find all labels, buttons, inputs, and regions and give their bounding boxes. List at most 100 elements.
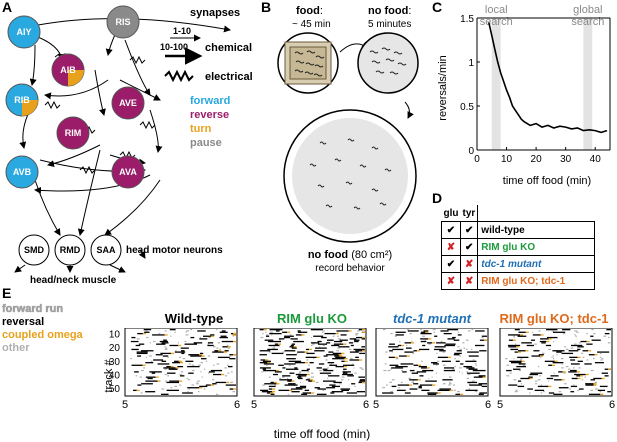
event-reversal: [338, 346, 350, 348]
event-other: [187, 391, 189, 393]
event-other: [382, 387, 386, 389]
event-reversal: [274, 371, 282, 373]
event-omega: [178, 360, 182, 362]
event-other: [565, 365, 569, 368]
event-other: [467, 373, 471, 376]
event-reversal: [215, 381, 227, 384]
event-reversal: [323, 355, 328, 357]
event-reversal: [268, 385, 276, 388]
event-omega: [142, 364, 146, 366]
event-reversal: [556, 351, 562, 353]
x-tick-label: 30: [560, 154, 572, 165]
event-reversal: [340, 388, 351, 390]
event-other: [340, 379, 344, 381]
event-omega: [170, 352, 174, 355]
event-other: [311, 372, 314, 374]
event-reversal: [326, 342, 331, 344]
event-omega: [449, 389, 453, 392]
event-other: [174, 385, 178, 387]
event-other: [436, 364, 438, 366]
event-omega: [270, 392, 274, 394]
event-reversal: [530, 372, 543, 374]
event-reversal: [275, 330, 280, 332]
event-other: [150, 360, 153, 362]
event-reversal: [304, 389, 310, 392]
event-reversal: [314, 350, 325, 352]
event-other: [431, 376, 433, 378]
event-omega: [512, 339, 516, 341]
event-reversal: [391, 367, 404, 369]
event-reversal: [528, 376, 533, 378]
event-other: [433, 331, 435, 333]
event-other: [178, 356, 181, 358]
event-reversal: [290, 338, 298, 340]
event-reversal: [306, 352, 315, 355]
event-reversal: [305, 356, 317, 359]
event-other: [167, 375, 170, 377]
event-reversal: [222, 346, 228, 348]
event-reversal: [531, 339, 536, 341]
event-other: [432, 329, 436, 331]
event-reversal: [520, 377, 530, 380]
event-other: [308, 364, 310, 366]
event-reversal: [263, 363, 275, 365]
event-omega: [199, 387, 203, 389]
event-reversal: [199, 385, 208, 388]
event-other: [564, 383, 567, 385]
panel-letter-a: A: [2, 0, 13, 15]
event-reversal: [359, 352, 365, 355]
event-other: [322, 344, 326, 347]
event-reversal: [284, 350, 296, 352]
event-reversal: [326, 354, 339, 356]
event-reversal: [298, 375, 307, 377]
event-reversal: [558, 371, 563, 373]
event-other: [584, 376, 586, 378]
event-other: [470, 348, 473, 350]
event-other: [394, 335, 397, 337]
event-reversal: [518, 331, 526, 333]
event-reversal: [317, 340, 322, 343]
event-other: [520, 358, 523, 360]
event-omega: [291, 380, 295, 382]
event-reversal: [355, 350, 365, 352]
event-reversal: [308, 380, 312, 382]
raster-title-wildtype: Wild-type: [164, 311, 224, 326]
event-other: [300, 381, 302, 383]
genotype-name: RIM glu KO: [477, 238, 595, 256]
event-other: [307, 371, 310, 373]
event-other: [175, 350, 177, 352]
event-reversal: [604, 375, 609, 377]
event-other: [296, 352, 298, 354]
event-reversal: [532, 334, 541, 336]
x-tick-label: 0: [474, 154, 480, 165]
node-smd: [18, 234, 50, 266]
event-other: [179, 384, 182, 386]
event-reversal: [315, 347, 327, 349]
event-other: [603, 335, 607, 337]
event-reversal: [169, 329, 176, 331]
event-omega: [343, 365, 347, 368]
event-reversal: [518, 363, 526, 365]
synapses-title: synapses: [190, 7, 240, 19]
protocol-diagram: food: ~ 45 min no food: 5 minutes no foo…: [277, 5, 419, 274]
event-reversal: [259, 362, 268, 364]
event-reversal: [137, 332, 143, 335]
event-omega: [411, 342, 415, 344]
event-other: [607, 336, 610, 339]
event-reversal: [263, 369, 277, 372]
event-reversal: [588, 354, 595, 356]
event-reversal: [147, 377, 153, 380]
event-reversal: [326, 339, 334, 341]
event-omega: [233, 332, 236, 335]
event-reversal: [443, 332, 452, 335]
event-other: [310, 344, 313, 347]
event-reversal: [290, 344, 294, 347]
event-omega: [588, 350, 592, 352]
event-other: [412, 352, 415, 354]
event-reversal: [319, 372, 332, 374]
event-reversal: [309, 362, 314, 364]
big-plate-worms: [309, 138, 392, 210]
event-other: [336, 350, 340, 352]
event-other: [319, 369, 323, 372]
event-other: [337, 338, 341, 340]
